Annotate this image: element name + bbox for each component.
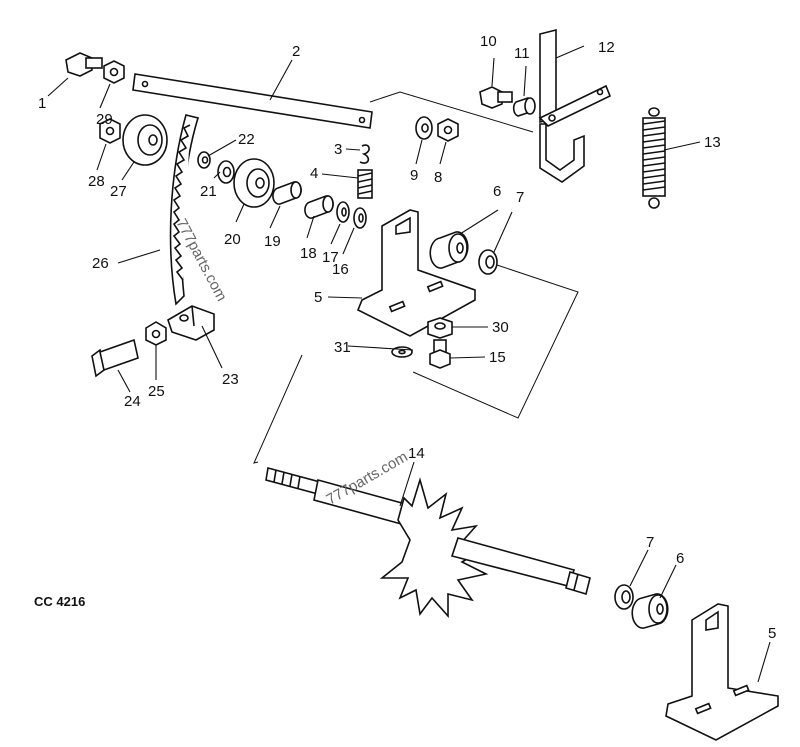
callout-1: 1 bbox=[38, 95, 46, 112]
callout-25: 25 bbox=[148, 383, 165, 400]
callout-8: 8 bbox=[434, 169, 442, 186]
part-30-nut bbox=[427, 317, 453, 339]
callout-7a: 7 bbox=[516, 189, 524, 206]
callout-24: 24 bbox=[124, 393, 141, 410]
part-10-bolt bbox=[479, 86, 513, 109]
callout-28: 28 bbox=[88, 173, 105, 190]
part-27-pulley bbox=[122, 114, 168, 166]
callout-16: 16 bbox=[332, 261, 349, 278]
part-5-bracket-lower bbox=[665, 603, 779, 741]
callout-5a: 5 bbox=[314, 289, 322, 306]
callout-13: 13 bbox=[704, 134, 721, 151]
callout-10: 10 bbox=[480, 33, 497, 50]
part-12-lever-bracket bbox=[538, 28, 612, 183]
callout-9: 9 bbox=[410, 167, 418, 184]
part-21-star-washer bbox=[217, 160, 235, 184]
callout-15: 15 bbox=[489, 349, 506, 366]
part-5-bracket-upper bbox=[356, 209, 476, 337]
callout-27: 27 bbox=[110, 183, 127, 200]
callout-5b: 5 bbox=[768, 625, 776, 642]
part-6-bearing-lower bbox=[631, 593, 669, 629]
callout-30: 30 bbox=[492, 319, 509, 336]
figure-code: CC 4216 bbox=[34, 594, 85, 609]
callout-31: 31 bbox=[334, 339, 351, 356]
part-18-bushing bbox=[304, 195, 334, 219]
part-8-nut bbox=[437, 118, 459, 142]
part-2-connecting-rod bbox=[132, 73, 373, 129]
part-15-bolt bbox=[429, 339, 451, 369]
part-7-washer-lower bbox=[614, 584, 634, 610]
part-19-spacer bbox=[272, 181, 302, 205]
part-4-spring bbox=[357, 169, 373, 199]
part-6-bearing-upper bbox=[429, 231, 469, 269]
part-7-washer-upper bbox=[478, 249, 498, 275]
callout-21: 21 bbox=[200, 183, 217, 200]
callout-17: 17 bbox=[322, 249, 339, 266]
part-1-bolt bbox=[65, 52, 103, 77]
callout-3: 3 bbox=[334, 141, 342, 158]
callout-7b: 7 bbox=[646, 534, 654, 551]
callout-23: 23 bbox=[222, 371, 239, 388]
part-29-nut bbox=[103, 60, 125, 84]
callout-29: 29 bbox=[96, 111, 113, 128]
callout-11: 11 bbox=[514, 45, 530, 62]
part-25-nut bbox=[145, 321, 167, 346]
callout-19: 19 bbox=[264, 233, 281, 250]
part-13-tension-spring bbox=[642, 107, 666, 209]
callout-2: 2 bbox=[292, 43, 300, 60]
part-16-washer bbox=[353, 207, 367, 229]
part-14-shaft-assembly bbox=[265, 466, 591, 619]
part-9-washer bbox=[415, 116, 433, 140]
part-17-washer bbox=[336, 201, 350, 223]
callout-26: 26 bbox=[92, 255, 109, 272]
part-11-bushing bbox=[512, 97, 536, 117]
part-23-clamp-block bbox=[167, 305, 215, 341]
callout-22: 22 bbox=[238, 131, 255, 148]
part-26-toothed-quadrant bbox=[169, 114, 200, 306]
callout-12: 12 bbox=[598, 39, 615, 56]
part-24-bolt bbox=[91, 338, 139, 378]
part-22-washer bbox=[197, 151, 211, 169]
assembly-lines bbox=[253, 91, 579, 464]
part-3-clip bbox=[359, 144, 370, 164]
callout-14: 14 bbox=[408, 445, 425, 462]
callout-labels: 1 29 2 28 27 22 21 20 19 18 17 16 3 4 9 … bbox=[38, 33, 776, 642]
part-28-nut bbox=[99, 118, 121, 144]
callout-18: 18 bbox=[300, 245, 317, 262]
callout-6b: 6 bbox=[676, 550, 684, 567]
part-20-pulley bbox=[233, 158, 275, 208]
callout-20: 20 bbox=[224, 231, 241, 248]
callout-4: 4 bbox=[310, 165, 318, 182]
leader-lines bbox=[47, 45, 771, 683]
callout-6a: 6 bbox=[493, 183, 501, 200]
